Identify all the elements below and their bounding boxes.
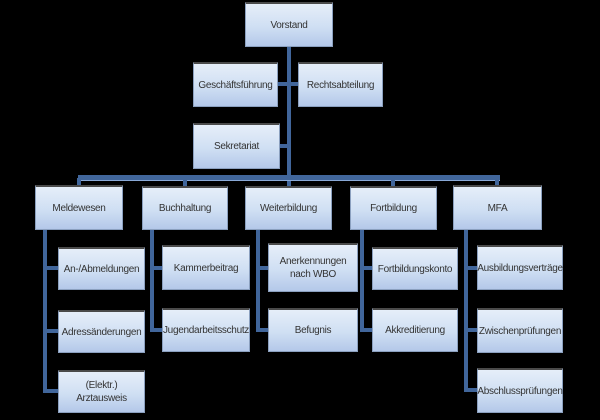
- connector-stub-ausbildungsvertraege: [464, 266, 477, 270]
- node-mfa: MFA: [453, 185, 542, 230]
- connector-secretariat-stub: [280, 144, 288, 148]
- node-zwischenpruefungen: Zwischenprüfungen: [477, 308, 563, 353]
- connector-rail-buchhaltung: [150, 230, 154, 332]
- connector-stub-anerkennungen: [256, 266, 268, 270]
- connector-rail-mfa: [464, 230, 468, 392]
- connector-stub-adressaenderungen: [43, 329, 58, 333]
- connector-stub-fortbildungskonto: [360, 266, 372, 270]
- node-jugendarbeitsschutz: Jugendarbeitsschutz: [162, 308, 250, 352]
- connector-main-rail: [78, 175, 500, 181]
- node-befugnis: Befugnis: [268, 308, 358, 352]
- node-weiterbildung: Weiterbildung: [245, 186, 332, 230]
- connector-rail-fortbildung: [360, 230, 364, 332]
- node-fortbildung: Fortbildung: [350, 186, 437, 230]
- connector-stub-befugnis: [256, 328, 268, 332]
- node-kammerbeitrag: Kammerbeitrag: [162, 245, 250, 290]
- connector-stub-zwischenpruefungen: [464, 328, 477, 332]
- connector-staff-horizontal: [278, 82, 298, 86]
- connector-stub-arztausweis: [43, 389, 58, 393]
- node-akkreditierung: Akkreditierung: [372, 308, 458, 352]
- connector-stub-anabmeldungen: [43, 266, 58, 270]
- node-geschaeftsfuehrung: Geschäftsführung: [193, 62, 278, 107]
- connector-rail-meldewesen: [43, 230, 47, 393]
- connector-stub-kammerbeitrag: [150, 266, 162, 270]
- connector-stub-akkreditierung: [360, 328, 372, 332]
- connector-root-vertical: [287, 47, 291, 186]
- node-an-abmeldungen: An-/Abmeldungen: [58, 247, 145, 290]
- connector-stub-mfa: [495, 178, 499, 186]
- node-vorstand: Vorstand: [245, 2, 333, 47]
- node-elektr-arztausweis: (Elektr.) Arztausweis: [58, 370, 145, 413]
- node-fortbildungskonto: Fortbildungskonto: [372, 247, 458, 290]
- connector-stub-meldewesen: [77, 178, 81, 186]
- node-adressaenderungen: Adressänderungen: [58, 310, 145, 353]
- node-buchhaltung: Buchhaltung: [142, 186, 228, 230]
- connector-stub-fortbildung: [391, 178, 395, 186]
- node-ausbildungsvertraege: Ausbildungsverträge: [477, 245, 563, 290]
- node-abschlusspruefungen: Abschlussprüfungen: [477, 368, 563, 413]
- node-rechtsabteilung: Rechtsabteilung: [298, 62, 383, 107]
- connector-rail-weiterbildung: [256, 230, 260, 332]
- connector-stub-abschlusspruefungen: [464, 388, 477, 392]
- node-anerkennungen-nach-wbo: Anerkennungen nach WBO: [268, 243, 358, 292]
- connector-stub-jugendarbeitsschutz: [150, 328, 162, 332]
- node-sekretariat: Sekretariat: [193, 123, 280, 169]
- connector-stub-buchhaltung: [183, 178, 187, 186]
- node-meldewesen: Meldewesen: [35, 185, 123, 230]
